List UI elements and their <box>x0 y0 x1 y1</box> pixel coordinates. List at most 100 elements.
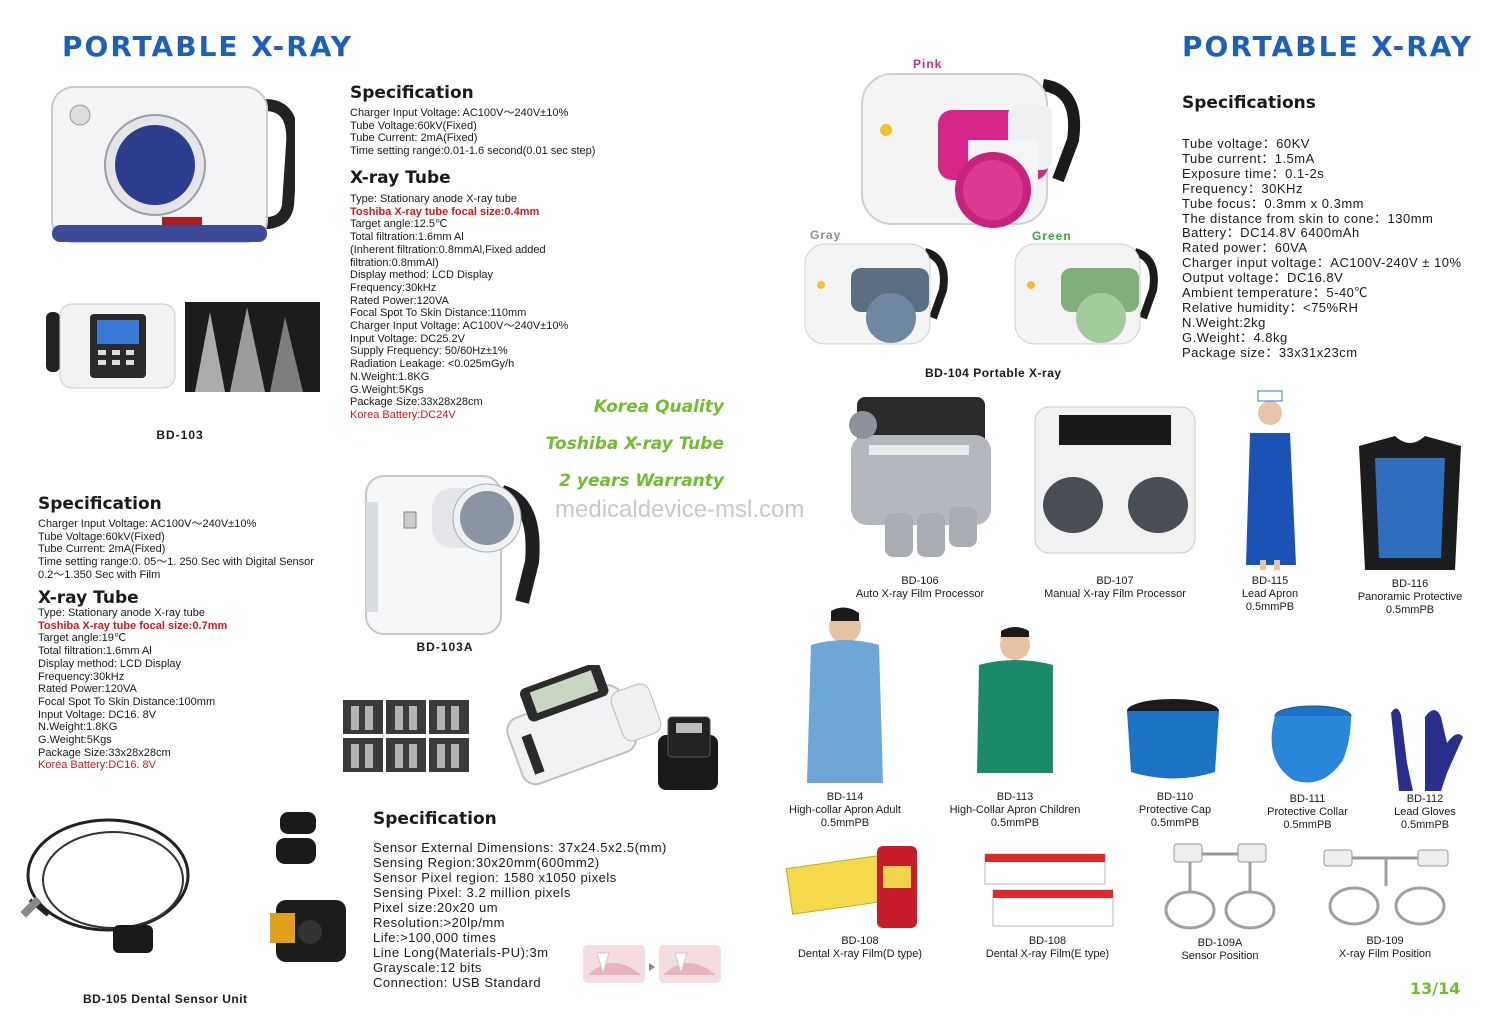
bd116-caption: BD-116 Panoramic Protective 0.5mmPB <box>1340 578 1480 617</box>
bd112-image <box>1385 703 1465 791</box>
spec-line: G.Weight:5Kgs <box>38 734 112 747</box>
bd103-spec-title: Specification <box>350 83 474 103</box>
spec-line: Tube Current: 2mA(Fixed) <box>350 132 478 145</box>
bd113-model-label: BD-113 <box>996 791 1034 803</box>
teeth-illustration <box>583 945 723 990</box>
bd111-thickness-label: 0.5mmPB <box>1283 819 1332 831</box>
bd106-caption: BD-106 Auto X-ray Film Processor <box>835 575 1005 601</box>
spec-line: Grayscale:12 bits <box>373 960 482 975</box>
bd114-thickness-label: 0.5mmPB <box>820 817 870 829</box>
bd113-desc-label: High-Collar Apron Children <box>949 804 1081 816</box>
spec-line: Korea Battery:DC16. 8V <box>38 759 157 772</box>
bd103-control-panel-image <box>42 300 177 392</box>
color-label-green: Green <box>1032 229 1072 243</box>
spec-line: N.Weight:1.8KG <box>350 370 430 383</box>
bd110-image <box>1123 697 1223 782</box>
bd105-sensor-heads-image <box>268 808 348 968</box>
color-label-gray: Gray <box>810 228 842 242</box>
spec-line: Relative humidity：<75%RH <box>1182 299 1359 315</box>
bd105-spec-title: Specification <box>373 809 497 829</box>
bd111-caption: BD-111 Protective Collar 0.5mmPB <box>1250 793 1365 832</box>
spec-line: G.Weight:5Kgs <box>350 383 424 396</box>
spec-line: Sensing Pixel: 3.2 million pixels <box>373 885 571 900</box>
bd103a-tube-title: X-ray Tube <box>38 588 139 608</box>
spec-line: Tube focus：0.3mm x 0.3mm <box>1182 195 1365 211</box>
bd109a-desc-label: Sensor Position <box>1181 950 1259 962</box>
bd108e-model-label: BD-108 <box>1028 935 1067 947</box>
spec-line: Frequency:30kHz <box>38 670 125 683</box>
slogan-warranty: 2 years Warranty <box>559 471 724 491</box>
slogan-toshiba-tube: Toshiba X-ray Tube <box>545 434 724 454</box>
bd110-desc-label: Protective Cap <box>1138 804 1212 816</box>
spec-line: Package size：33x31x23cm <box>1182 344 1358 360</box>
spec-line: Input Voltage: DC25.2V <box>350 332 465 345</box>
bd103-spec-list: Charger Input Voltage: AC100V～240V±10% Tu… <box>350 107 595 158</box>
spec-line: Rated Power:120VA <box>38 683 137 696</box>
bd109-image <box>1320 846 1455 930</box>
spec-line: Toshiba X-ray tube focal size:0.4mm <box>350 205 540 218</box>
spec-line: Package Size:33x28x28cm <box>350 396 483 409</box>
bd103-device-image <box>50 85 299 245</box>
spec-line: Sensor External Dimensions: 37x24.5x2.5(… <box>373 840 667 855</box>
bd104-spec-title: Specifications <box>1182 93 1316 113</box>
bd105-spec-list: Sensor External Dimensions: 37x24.5x2.5(… <box>373 840 667 990</box>
spec-line: Package Size:33x28x28cm <box>38 746 171 759</box>
bd103-tube-title: X-ray Tube <box>350 168 451 188</box>
spec-line: Type: Stationary anode X-ray tube <box>350 193 517 205</box>
spec-line: Charger Input Voltage: AC100V～240V±10% <box>350 320 569 333</box>
bd114-desc-label: High-collar Apron Adult <box>789 804 901 816</box>
bd108d-model-label: BD-108 <box>841 935 879 947</box>
spec-line: Toshiba X-ray tube focal size:0.7mm <box>38 619 228 632</box>
spec-line: Total filtration:1.6mm Al <box>38 645 152 658</box>
bd115-desc-label: Lead Apron <box>1241 588 1299 600</box>
bd110-thickness-label: 0.5mmPB <box>1150 817 1200 829</box>
bd112-thickness-label: 0.5mmPB <box>1400 819 1450 831</box>
bd112-model-label: BD-112 <box>1406 793 1444 805</box>
spec-line: Type: Stationary anode X-ray tube <box>38 607 205 619</box>
spec-line: Resolution:>20lp/mm <box>373 915 505 930</box>
spec-line: Display method: LCD Display <box>38 657 182 670</box>
spec-line: Sensing Region:30x20mm(600mm2) <box>373 855 600 870</box>
spec-line: Charger Input Voltage: AC100V～240V±10% <box>350 107 569 119</box>
right-page-title: PORTABLE X-RAY <box>1182 30 1474 63</box>
bd108d-image <box>785 842 920 932</box>
spec-line: Frequency：30KHz <box>1182 180 1303 196</box>
bd109-model-label: BD-109 <box>1366 935 1404 947</box>
bd109a-image <box>1160 840 1280 935</box>
spec-line: Korea Battery:DC24V <box>350 408 456 421</box>
spec-line: Supply Frequency: 50/60Hz±1% <box>350 345 508 358</box>
bd110-caption: BD-110 Protective Cap 0.5mmPB <box>1120 791 1230 830</box>
spec-line: Charger Input Voltage: AC100V～240V±10% <box>38 518 257 530</box>
bd108d-caption: BD-108 Dental X-ray Film(D type) <box>780 935 940 961</box>
spec-line: Tube current：1.5mA <box>1182 150 1315 166</box>
spec-line: N.Weight:2kg <box>1182 314 1266 330</box>
spec-line: The distance from skin to cone：130mm <box>1182 210 1434 226</box>
bd112-desc-label: Lead Gloves <box>1394 806 1456 818</box>
bd107-desc-label: Manual X-ray Film Processor <box>1044 588 1186 600</box>
spec-line: 0.2～1.350 Sec with Film <box>38 568 161 581</box>
bd107-model-label: BD-107 <box>1096 575 1134 587</box>
bd106-desc-label: Auto X-ray Film Processor <box>855 588 985 600</box>
spec-line: Rated power：60VA <box>1182 240 1308 256</box>
left-page-title: PORTABLE X-RAY <box>62 30 354 63</box>
spec-line: Frequency:30kHz <box>350 281 437 294</box>
spec-line: Focal Spot To Skin Distance:100mm <box>38 695 216 708</box>
spec-line: Total filtration:1.6mm Al <box>350 231 464 244</box>
bd108e-desc-label: Dental X-ray Film(E type) <box>985 948 1110 960</box>
spec-line: Input Voltage: DC16. 8V <box>38 708 157 721</box>
spec-line: Target angle:19℃ <box>38 632 127 645</box>
bd104-caption: BD-104 Portable X-ray <box>925 366 1062 380</box>
bd114-caption: BD-114 High-collar Apron Adult 0.5mmPB <box>770 791 920 830</box>
watermark: medicaldevice-msl.com <box>555 496 805 523</box>
bd105-sensor-cable-image <box>18 805 203 965</box>
spec-line: Life:>100,000 times <box>373 930 497 945</box>
bd106-model-label: BD-106 <box>901 575 939 587</box>
bd111-model-label: BD-111 <box>1289 793 1326 805</box>
bd116-thickness-label: 0.5mmPB <box>1385 604 1435 616</box>
bd103a-spec-title: Specification <box>38 494 162 514</box>
spec-line: Exposure time：0.1-2s <box>1182 165 1325 181</box>
bd105-caption: BD-105 Dental Sensor Unit <box>83 992 248 1006</box>
bd104-green-image <box>1013 240 1158 348</box>
